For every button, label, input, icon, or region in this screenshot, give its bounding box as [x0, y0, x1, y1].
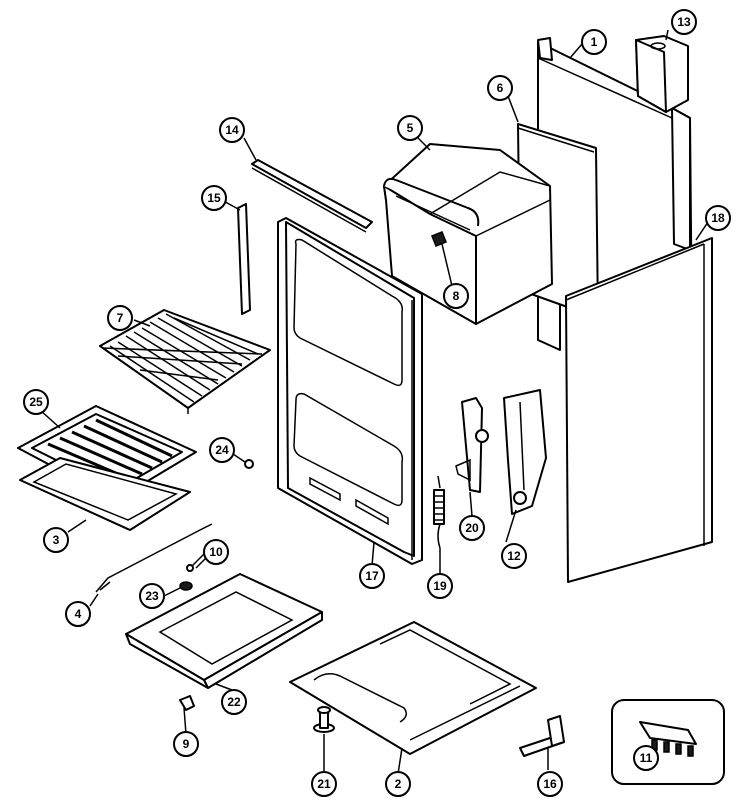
- callout-6: 6: [487, 75, 513, 101]
- callout-11: 11: [633, 745, 659, 771]
- part-junction-box: [635, 35, 689, 113]
- callout-label: 23: [145, 589, 159, 603]
- part-side-trim: [237, 203, 251, 315]
- callout-14: 14: [219, 117, 245, 143]
- callout-20: 20: [459, 515, 485, 541]
- callout-label: 20: [465, 521, 479, 535]
- part-anti-tip-bracket: [519, 715, 565, 757]
- callout-label: 1: [591, 35, 598, 49]
- callout-9: 9: [173, 731, 199, 757]
- callout-1: 1: [581, 29, 607, 55]
- part-spring: [433, 475, 445, 549]
- callout-22: 22: [221, 689, 247, 715]
- callout-12: 12: [501, 543, 527, 569]
- callout-label: 25: [29, 395, 43, 409]
- part-broiler-pan: [19, 457, 191, 531]
- part-side-panel: [565, 237, 713, 583]
- callout-13: 13: [671, 9, 697, 35]
- callout-10: 10: [203, 539, 229, 565]
- part-broiler-insert: [17, 405, 197, 501]
- callout-16: 16: [537, 771, 563, 797]
- callout-label: 22: [227, 695, 241, 709]
- part-hinge-bracket: [503, 389, 547, 515]
- callout-label: 8: [453, 289, 460, 303]
- callout-label: 12: [507, 549, 521, 563]
- part-wire-rod: [95, 523, 213, 593]
- callout-label: 9: [183, 737, 190, 751]
- callout-label: 19: [433, 579, 447, 593]
- callout-2: 2: [385, 771, 411, 797]
- callout-4: 4: [65, 601, 91, 627]
- callout-label: 11: [640, 751, 653, 765]
- callout-label: 21: [317, 777, 331, 791]
- callout-17: 17: [359, 563, 385, 589]
- part-bracket-20: [455, 397, 489, 493]
- callout-18: 18: [705, 205, 731, 231]
- callout-label: 17: [365, 569, 379, 583]
- part-washer: [179, 581, 193, 591]
- part-front-frame: [277, 217, 423, 565]
- part-screw-24: [244, 459, 254, 469]
- callout-23: 23: [139, 583, 165, 609]
- callout-21: 21: [311, 771, 337, 797]
- callout-label: 14: [225, 123, 239, 137]
- callout-label: 16: [543, 777, 557, 791]
- callout-label: 4: [75, 607, 82, 621]
- part-top-trim: [251, 159, 373, 233]
- callout-label: 5: [407, 121, 414, 135]
- part-leveling-leg: [313, 706, 335, 733]
- part-oven-bottom: [289, 621, 537, 755]
- callout-label: 3: [53, 533, 60, 547]
- leader-lines: [39, 29, 709, 775]
- part-oven-rack: [99, 309, 271, 414]
- callout-24: 24: [209, 437, 235, 463]
- callout-15: 15: [201, 185, 227, 211]
- part-clip: [431, 231, 447, 247]
- part-inset-box: [611, 699, 725, 785]
- callout-label: 2: [395, 777, 402, 791]
- callout-label: 15: [207, 191, 221, 205]
- callout-label: 18: [711, 211, 725, 225]
- callout-3: 3: [43, 527, 69, 553]
- callout-label: 24: [215, 443, 229, 457]
- callout-8: 8: [443, 283, 469, 309]
- callout-19: 19: [427, 573, 453, 599]
- part-burner-box: [125, 573, 323, 689]
- callout-25: 25: [23, 389, 49, 415]
- callout-label: 10: [209, 545, 223, 559]
- callout-7: 7: [107, 305, 133, 331]
- part-clip-9: [179, 695, 195, 711]
- part-screw-10: [186, 553, 205, 572]
- callout-label: 7: [117, 311, 124, 325]
- callout-5: 5: [397, 115, 423, 141]
- callout-label: 13: [677, 15, 691, 29]
- callout-label: 6: [497, 81, 504, 95]
